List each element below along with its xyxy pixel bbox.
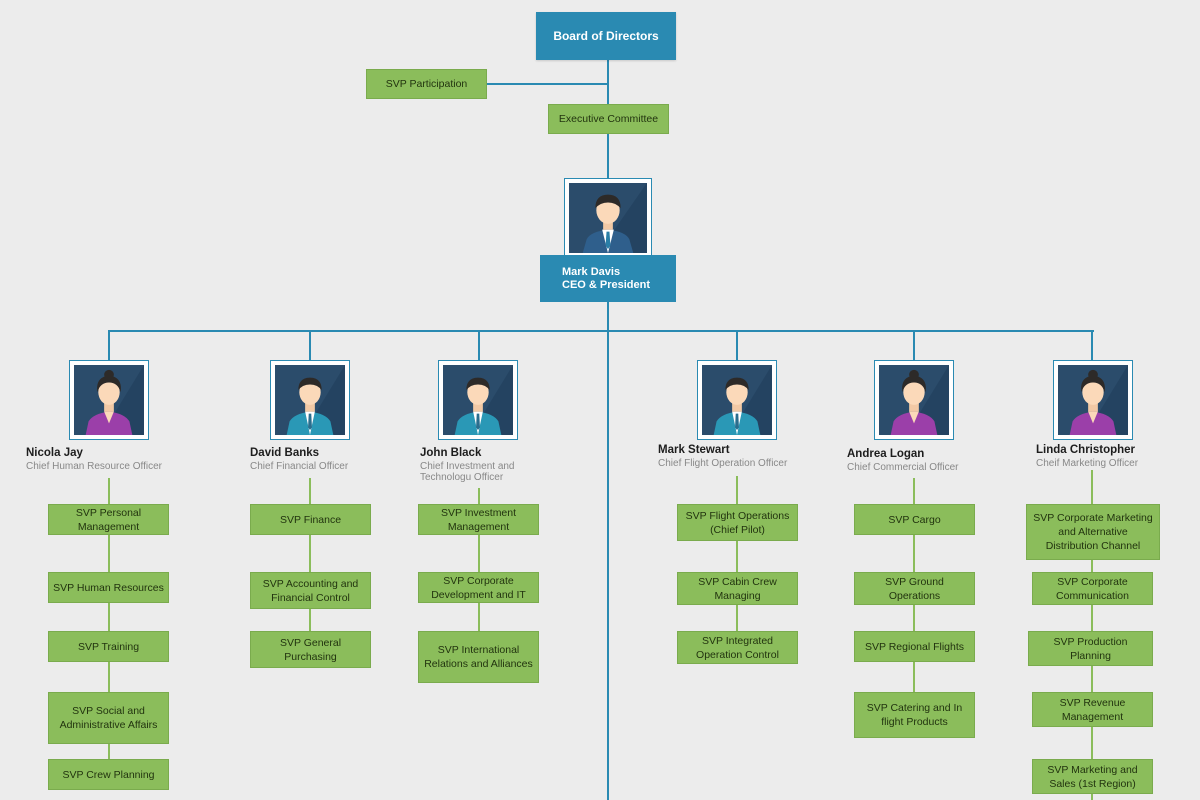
ceo-photo[interactable]: [564, 178, 652, 258]
svp-finance[interactable]: SVP Finance: [250, 504, 371, 535]
connector-officer-4: [736, 330, 738, 362]
officer-photo-nicola-jay[interactable]: [69, 360, 149, 440]
svp-international-relations-and-alliances[interactable]: SVP International Relations and Alliance…: [418, 631, 539, 683]
svp-label: SVP International Relations and Alliance…: [424, 644, 533, 670]
female-avatar-icon: [85, 365, 144, 435]
svp-label: SVP Training: [77, 640, 140, 653]
svp-revenue-management[interactable]: SVP Revenue Management: [1032, 692, 1153, 727]
svp-label: SVP Investment Management: [440, 506, 517, 533]
svp-label: SVP Regional Flights: [864, 640, 965, 653]
female-avatar-icon: [890, 365, 949, 435]
svp-label: SVP General Purchasing: [279, 636, 342, 663]
ceo-label[interactable]: Mark Davis CEO & President: [540, 255, 676, 302]
officer-title-linda-christopher: Cheif Marketing Officer: [1036, 458, 1139, 469]
officer-photo-david-banks[interactable]: [270, 360, 350, 440]
svp-crew-planning[interactable]: SVP Crew Planning: [48, 759, 169, 790]
svp-marketing-and-sales-1st-region[interactable]: SVP Marketing and Sales (1st Region): [1032, 759, 1153, 794]
connector-svp-participation: [487, 83, 608, 85]
male-avatar-icon: [454, 365, 513, 435]
svp-label: SVP Accounting and Financial Control: [262, 577, 359, 604]
connector-officer-2: [309, 330, 311, 362]
connector-officer-3: [478, 330, 480, 362]
svp-cabin-crew-managing[interactable]: SVP Cabin Crew Managing: [677, 572, 798, 605]
svp-human-resources[interactable]: SVP Human Resources: [48, 572, 169, 603]
officer-title-nicola-jay: Chief Human Resource Officer: [26, 461, 162, 472]
svp-label: SVP Crew Planning: [62, 768, 155, 781]
svp-production-planning[interactable]: SVP Production Planning: [1028, 631, 1153, 666]
male-avatar-icon: [286, 365, 345, 435]
svp-corporate-development-and-it[interactable]: SVP Corporate Development and IT: [418, 572, 539, 603]
officer-name-john-black: John Black: [420, 447, 482, 459]
svp-general-purchasing[interactable]: SVP General Purchasing: [250, 631, 371, 668]
svp-catering-and-in-flight-products[interactable]: SVP Catering and In flight Products: [854, 692, 975, 738]
officer-name-mark-stewart: Mark Stewart: [658, 444, 730, 456]
svp-label: SVP Personal Management: [75, 506, 142, 533]
svp-cargo[interactable]: SVP Cargo: [854, 504, 975, 535]
officer-photo-mark-stewart[interactable]: [697, 360, 777, 440]
svp-accounting-and-financial-control[interactable]: SVP Accounting and Financial Control: [250, 572, 371, 609]
officer-name-david-banks: David Banks: [250, 447, 320, 459]
svp-integrated-operation-control[interactable]: SVP Integrated Operation Control: [677, 631, 798, 664]
officer-title-john-black: Chief Investment and Technologu Officer: [420, 461, 515, 483]
svp-training[interactable]: SVP Training: [48, 631, 169, 662]
svp-label: SVP Flight Operations (Chief Pilot): [685, 509, 790, 536]
officer-name-nicola-jay: Nicola Jay: [26, 447, 83, 459]
svp-label: SVP Cabin Crew Managing: [698, 575, 777, 602]
svp-corporate-communication[interactable]: SVP Corporate Communication: [1032, 572, 1153, 605]
officer-photo-john-black[interactable]: [438, 360, 518, 440]
officer-title-david-banks: Chief Financial Officer: [250, 461, 349, 472]
connector-officer-5: [913, 330, 915, 362]
officer-title-mark-stewart: Chief Flight Operation Officer: [658, 458, 788, 469]
svp-label: SVP Corporate Communication: [1056, 575, 1129, 602]
svp-label: SVP Social and Administrative Affairs: [59, 705, 158, 731]
svp-ground-operations[interactable]: SVP Ground Operations: [854, 572, 975, 605]
svp-label: SVP Revenue Management: [1059, 696, 1126, 723]
svp-link-col-2: [309, 478, 311, 658]
svp-label: SVP Corporate Development and IT: [431, 574, 526, 601]
svp-regional-flights[interactable]: SVP Regional Flights: [854, 631, 975, 662]
officer-photo-andrea-logan[interactable]: [874, 360, 954, 440]
svp-label: SVP Cargo: [888, 513, 941, 526]
executive-committee-box[interactable]: Executive Committee: [548, 104, 669, 134]
connector-officer-6: [1091, 330, 1093, 362]
svp-label: SVP Production Planning: [1053, 635, 1128, 662]
svp-participation-label: SVP Participation: [385, 78, 468, 90]
svp-investment-management[interactable]: SVP Investment Management: [418, 504, 539, 535]
connector-officers-bus: [108, 330, 1094, 332]
svp-social-and-administrative-affairs[interactable]: SVP Social and Administrative Affairs: [48, 692, 169, 744]
officer-name-linda-christopher: Linda Christopher: [1036, 444, 1136, 456]
board-of-directors-label: Board of Directors: [553, 29, 659, 43]
svp-personal-management[interactable]: SVP Personal Management: [48, 504, 169, 535]
ceo-title: CEO & President: [562, 279, 651, 291]
svp-flight-operations[interactable]: SVP Flight Operations (Chief Pilot): [677, 504, 798, 541]
board-of-directors-box[interactable]: Board of Directors: [536, 12, 676, 60]
executive-committee-label: Executive Committee: [558, 113, 659, 125]
svp-label: SVP Corporate Marketing and Alternative …: [1033, 512, 1153, 552]
svp-participation-box[interactable]: SVP Participation: [366, 69, 487, 99]
svp-label: SVP Ground Operations: [885, 575, 944, 602]
female-avatar-icon: [1069, 365, 1128, 435]
connector-ceo-trunk: [607, 302, 609, 800]
officer-photo-linda-christopher[interactable]: [1053, 360, 1133, 440]
officer-title-andrea-logan: Chief Commercial Officer: [847, 462, 959, 473]
svp-label: SVP Integrated Operation Control: [696, 634, 779, 661]
svp-label: SVP Catering and In flight Products: [866, 702, 963, 728]
svp-label: SVP Finance: [279, 513, 342, 526]
svp-label: SVP Human Resources: [53, 581, 164, 594]
connector-officer-1: [108, 330, 110, 362]
svp-label: SVP Marketing and Sales (1st Region): [1047, 763, 1138, 790]
svp-corporate-marketing[interactable]: SVP Corporate Marketing and Alternative …: [1026, 504, 1160, 560]
ceo-name: Mark Davis: [562, 266, 621, 278]
svp-link-col-4: [736, 476, 738, 656]
officer-name-andrea-logan: Andrea Logan: [847, 448, 925, 460]
male-avatar-icon: [582, 183, 647, 253]
male-avatar-icon: [713, 365, 772, 435]
